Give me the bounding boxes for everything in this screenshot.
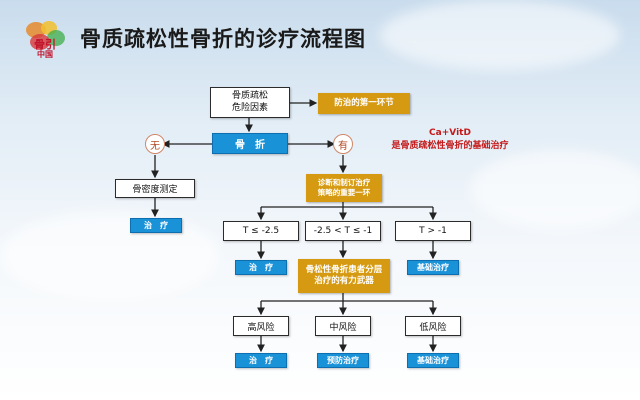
treatment-badge: 治 疗	[235, 260, 287, 275]
note-line-1: Ca+VitD	[429, 128, 471, 138]
calcium-vitd-note: Ca+VitD 是骨质疏松性骨折的基础治疗	[360, 127, 540, 152]
basic-treatment-badge: 基础治疗	[407, 353, 459, 368]
background-cloud	[470, 150, 640, 230]
background-cloud	[380, 0, 620, 70]
page-title: 骨质疏松性骨折的诊疗流程图	[80, 27, 366, 51]
treatment-badge: 治 疗	[235, 353, 287, 368]
bmd-test-box: 骨密度测定	[115, 179, 195, 198]
diagnosis-box: 诊断和制订治疗 策略的重要一环	[306, 174, 382, 202]
risk-factors-box: 骨质疏松 危险因素	[210, 87, 290, 118]
t-score-mid-box: -2.5 < T ≤ -1	[305, 221, 381, 241]
no-marker: 无	[145, 134, 165, 154]
basic-treatment-badge: 基础治疗	[407, 260, 459, 275]
note-line-2: 是骨质疏松性骨折的基础治疗	[391, 140, 509, 151]
high-risk-box: 高风险	[233, 316, 289, 336]
low-risk-box: 低风险	[405, 316, 461, 336]
logo: 骨引 中国	[22, 18, 68, 59]
prevention-box: 防治的第一环节	[318, 93, 410, 114]
t-score-low-box: T ≤ -2.5	[223, 221, 299, 241]
background-cloud	[0, 210, 220, 300]
mid-risk-box: 中风险	[315, 316, 371, 336]
svg-text:中国: 中国	[37, 49, 53, 58]
preventive-treatment-badge: 预防治疗	[317, 353, 369, 368]
treatment-badge: 治 疗	[130, 218, 182, 233]
stratify-box: 骨松性骨折患者分层 治疗的有力武器	[298, 259, 390, 293]
fracture-box: 骨 折	[212, 133, 288, 154]
logo-icon: 骨引 中国	[26, 21, 65, 59]
header: 骨引 中国 骨质疏松性骨折的诊疗流程图	[22, 18, 366, 59]
svg-text:骨引: 骨引	[34, 37, 56, 51]
t-score-high-box: T > -1	[395, 221, 471, 241]
yes-marker: 有	[333, 134, 353, 154]
